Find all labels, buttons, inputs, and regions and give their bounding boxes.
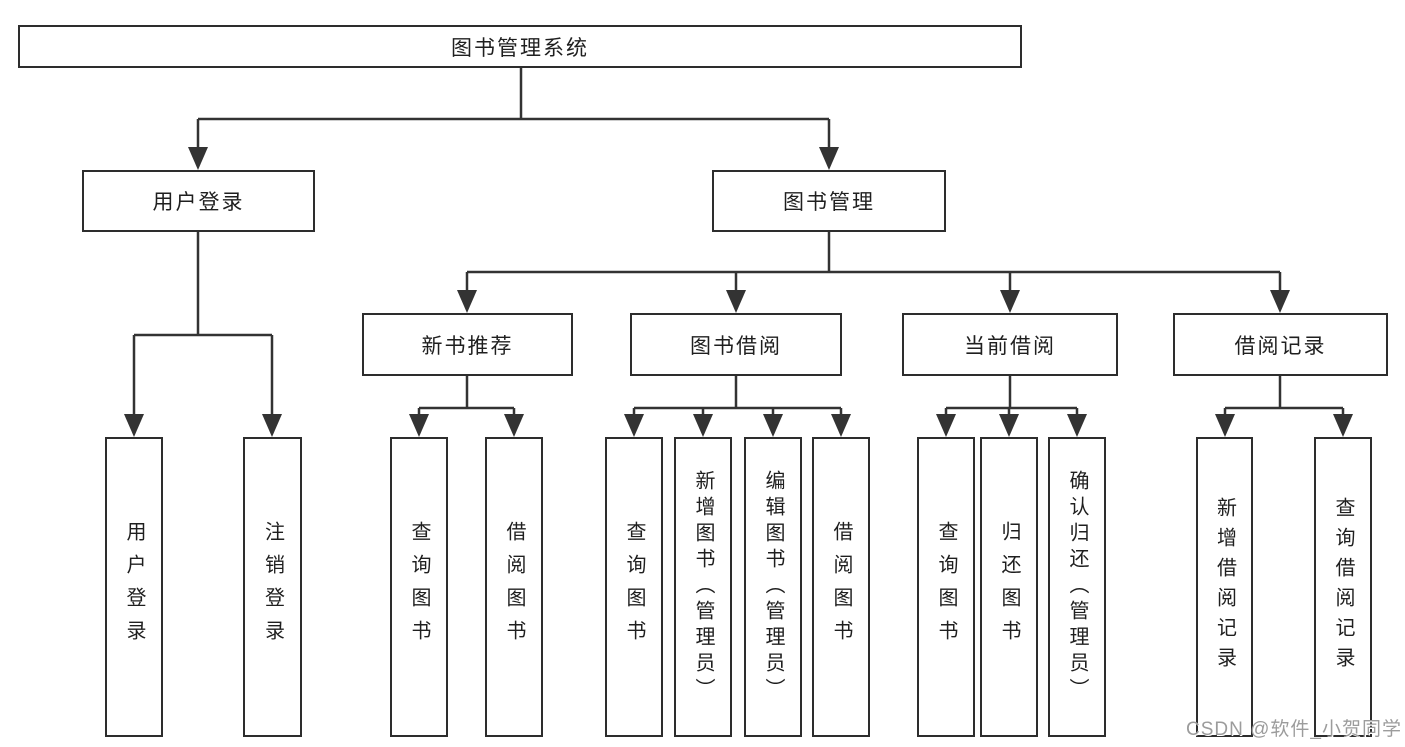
leaf-query-books-recommend-label: 查询图书: [408, 521, 430, 653]
leaf-confirm-return-admin-label: 确认归还（管理员）: [1066, 470, 1088, 704]
node-user-login-module: 用户登录: [82, 170, 315, 232]
node-user-login-module-label: 用户登录: [152, 191, 245, 214]
leaf-user-login: 用户登录: [105, 437, 163, 737]
node-new-book-recommend-label: 新书推荐: [421, 334, 514, 358]
leaf-query-books-current-label: 查询图书: [935, 521, 957, 653]
leaf-logout-label: 注销登录: [261, 521, 284, 653]
leaf-edit-book-admin: 编辑图书（管理员）: [744, 437, 802, 737]
node-borrow-records: 借阅记录: [1173, 313, 1388, 376]
leaf-borrow-books-recommend: 借阅图书: [485, 437, 543, 737]
node-book-borrow-label: 图书借阅: [690, 334, 782, 358]
node-new-book-recommend: 新书推荐: [362, 313, 573, 376]
leaf-add-book-admin: 新增图书（管理员）: [674, 437, 732, 737]
leaf-confirm-return-admin: 确认归还（管理员）: [1048, 437, 1106, 737]
arrowhead-icons: [124, 147, 1353, 437]
leaf-add-borrow-record-label: 新增借阅记录: [1213, 497, 1236, 677]
leaf-edit-book-admin-label: 编辑图书（管理员）: [762, 470, 784, 704]
leaf-query-books-borrow-label: 查询图书: [623, 521, 645, 653]
leaf-borrow-books-recommend-label: 借阅图书: [503, 521, 525, 653]
node-current-borrow: 当前借阅: [902, 313, 1118, 376]
leaf-query-borrow-record: 查询借阅记录: [1314, 437, 1372, 737]
leaf-add-borrow-record: 新增借阅记录: [1196, 437, 1253, 737]
leaf-query-books-recommend: 查询图书: [390, 437, 448, 737]
leaf-borrow-books-borrow-label: 借阅图书: [830, 521, 852, 653]
node-book-management: 图书管理: [712, 170, 946, 232]
leaf-query-books-borrow: 查询图书: [605, 437, 663, 737]
node-current-borrow-label: 当前借阅: [964, 334, 1056, 358]
leaf-return-book-label: 归还图书: [998, 521, 1020, 653]
watermark: CSDN @软件_小贺同学: [1186, 719, 1402, 740]
leaf-user-login-label: 用户登录: [123, 521, 145, 653]
node-borrow-records-label: 借阅记录: [1234, 334, 1327, 358]
connector-lines: [132, 68, 1345, 418]
leaf-query-books-current: 查询图书: [917, 437, 975, 737]
node-book-borrow: 图书借阅: [630, 313, 842, 376]
leaf-logout: 注销登录: [243, 437, 302, 737]
leaf-borrow-books-borrow: 借阅图书: [812, 437, 870, 737]
leaf-query-borrow-record-label: 查询借阅记录: [1332, 497, 1354, 677]
leaf-return-book: 归还图书: [980, 437, 1038, 737]
node-root: 图书管理系统: [18, 25, 1022, 68]
node-book-management-label: 图书管理: [783, 191, 875, 214]
leaf-add-book-admin-label: 新增图书（管理员）: [692, 470, 714, 704]
node-root-label: 图书管理系统: [451, 36, 589, 60]
